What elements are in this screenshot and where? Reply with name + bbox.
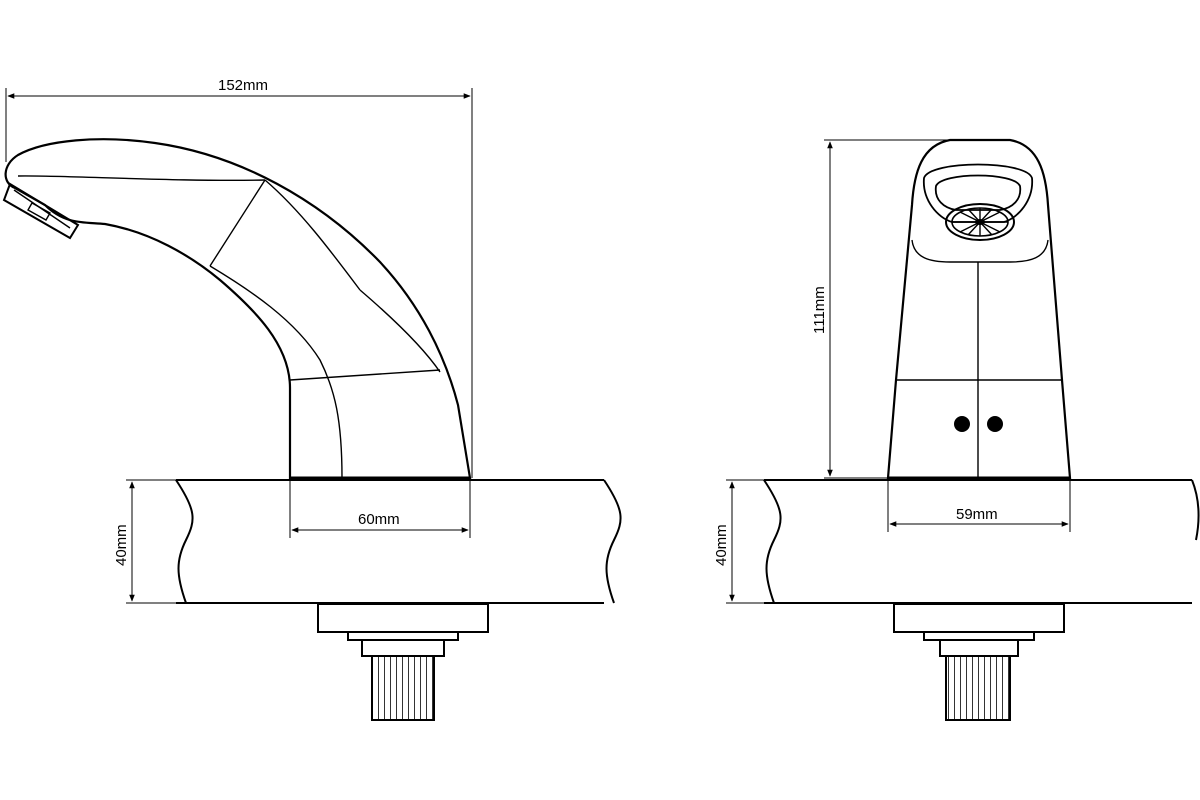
dim-deck-40-front: 40mm [713, 479, 764, 604]
dim-deck-40-side: 40mm [113, 479, 176, 604]
side-fitting [317, 603, 489, 721]
front-aerator [923, 163, 1033, 241]
dim-base-label: 60mm [358, 511, 400, 528]
side-spout [2, 138, 472, 480]
side-view: 152mm 60mm 40mm [2, 77, 622, 721]
dim-deck-label-front: 40mm [713, 524, 730, 566]
dim-deck-label-side: 40mm [113, 524, 130, 566]
sensor-left-icon [954, 416, 970, 432]
sensor-right-icon [987, 416, 1003, 432]
front-fitting [893, 603, 1065, 721]
dim-base-60: 60mm [289, 480, 471, 538]
side-deck [175, 479, 622, 604]
dim-width-152: 152mm [5, 77, 473, 478]
side-aerator [2, 182, 80, 240]
front-body [886, 138, 1072, 480]
dim-height-label: 111mm [811, 286, 828, 334]
front-view: 111mm 59mm 40mm [713, 138, 1200, 721]
dim-base-label-front: 59mm [956, 506, 998, 523]
dim-height-111: 111mm [811, 139, 950, 479]
dim-base-59: 59mm [887, 480, 1071, 532]
dim-width-label: 152mm [218, 77, 268, 94]
front-deck [763, 479, 1200, 604]
